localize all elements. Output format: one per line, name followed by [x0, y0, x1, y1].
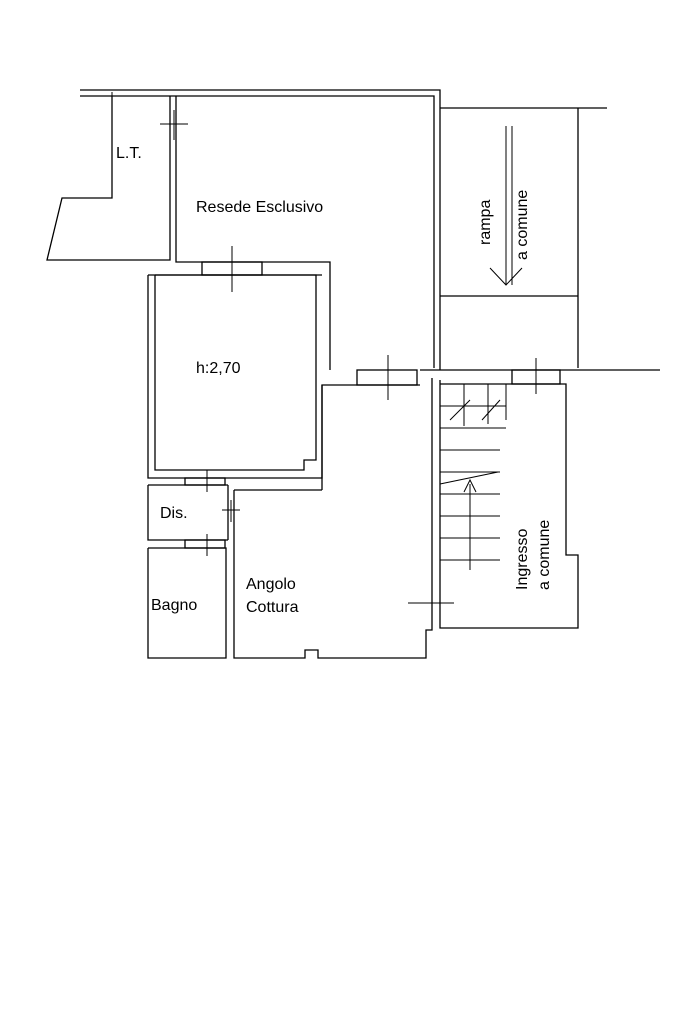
door-markers — [160, 110, 537, 620]
label-room-height: h:2,70 — [196, 360, 241, 377]
ingresso-area — [439, 369, 579, 629]
label-angolo: Angolo — [246, 576, 296, 593]
label-ingresso: Ingresso — [514, 529, 531, 590]
angolo-cottura-walls — [233, 378, 433, 659]
label-cottura: Cottura — [246, 599, 299, 616]
dis-bagno-walls — [147, 477, 229, 659]
label-lt: L.T. — [116, 145, 142, 162]
label-bagno: Bagno — [151, 597, 197, 614]
living-room-walls — [147, 261, 420, 479]
label-rampa-a-comune: a comune — [514, 190, 531, 260]
top-boundary-wall — [80, 89, 441, 370]
rampa-area — [420, 107, 660, 371]
label-rampa: rampa — [477, 200, 494, 245]
stairs — [439, 384, 507, 570]
label-dis: Dis. — [160, 505, 188, 522]
lt-area — [46, 92, 331, 370]
label-ingresso-a-comune: a comune — [536, 520, 553, 590]
label-resede-esclusivo: Resede Esclusivo — [196, 199, 323, 216]
